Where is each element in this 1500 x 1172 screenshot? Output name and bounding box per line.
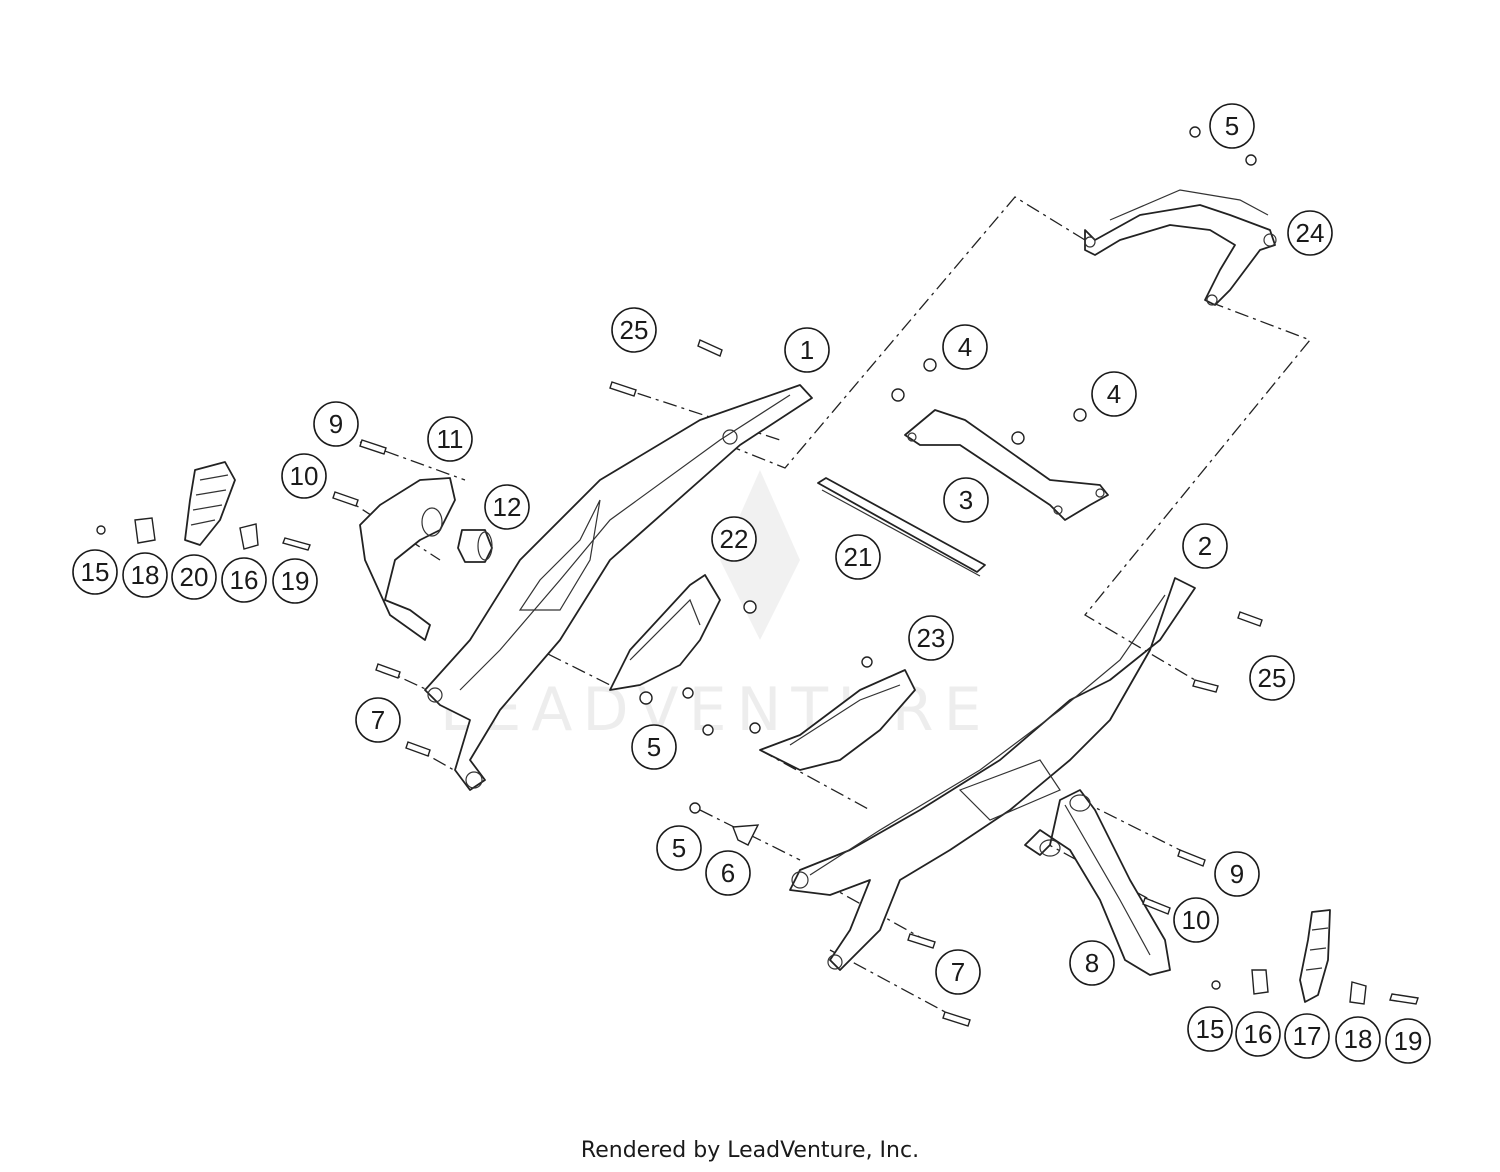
callout: 21	[835, 534, 881, 580]
left-footpeg-bracket	[359, 477, 456, 641]
svg-text:12: 12	[493, 492, 522, 522]
callout: 19	[272, 558, 318, 604]
callout: 5	[631, 724, 677, 770]
grab-handle	[1084, 189, 1277, 306]
svg-text:9: 9	[1230, 859, 1244, 889]
svg-text:25: 25	[620, 315, 649, 345]
svg-text:16: 16	[230, 565, 259, 595]
callout: 25	[1249, 655, 1295, 701]
callout: 4	[942, 324, 988, 370]
callout: 10	[1173, 897, 1219, 943]
svg-text:19: 19	[1394, 1026, 1423, 1056]
svg-text:19: 19	[281, 566, 310, 596]
svg-text:18: 18	[1344, 1024, 1373, 1054]
cross-plate	[904, 409, 1109, 521]
callout: 7	[935, 949, 981, 995]
svg-text:17: 17	[1293, 1021, 1322, 1051]
bushing	[457, 529, 493, 563]
svg-text:7: 7	[371, 705, 385, 735]
left-side-cover	[609, 574, 721, 691]
svg-text:15: 15	[1196, 1014, 1225, 1044]
callout: 20	[171, 554, 217, 600]
callout: 6	[705, 850, 751, 896]
callout: 15	[1187, 1006, 1233, 1052]
rendered-by-footer: Rendered by LeadVenture, Inc.	[580, 1138, 920, 1163]
callout: 9	[1214, 851, 1260, 897]
callout: 16	[221, 557, 267, 603]
callout: 10	[281, 453, 327, 499]
hardware	[96, 126, 1419, 1027]
svg-text:4: 4	[958, 332, 972, 362]
svg-text:4: 4	[1107, 379, 1121, 409]
callout: 5	[656, 825, 702, 871]
svg-text:5: 5	[647, 732, 661, 762]
callout: 8	[1069, 940, 1115, 986]
svg-text:21: 21	[844, 542, 873, 572]
svg-text:3: 3	[959, 485, 973, 515]
svg-text:5: 5	[672, 833, 686, 863]
callout: 18	[122, 552, 168, 598]
svg-text:10: 10	[1182, 905, 1211, 935]
svg-text:9: 9	[329, 409, 343, 439]
callout: 19	[1385, 1018, 1431, 1064]
callout: 2	[1182, 523, 1228, 569]
callout-group: 5 24 25 1 4 4 9 11 10 12 3 21 22 15 18 2…	[72, 103, 1431, 1064]
svg-text:10: 10	[290, 461, 319, 491]
callout: 12	[484, 484, 530, 530]
svg-text:11: 11	[437, 424, 464, 454]
callout: 5	[1209, 103, 1255, 149]
callout: 3	[943, 477, 989, 523]
callout: 17	[1284, 1013, 1330, 1059]
svg-text:18: 18	[131, 560, 160, 590]
callout: 16	[1235, 1011, 1281, 1057]
right-footpeg-bracket	[1024, 789, 1171, 976]
svg-text:25: 25	[1258, 663, 1287, 693]
right-footpeg	[1299, 909, 1331, 1003]
svg-text:23: 23	[917, 623, 946, 653]
callout: 7	[355, 697, 401, 743]
left-rear-frame-rail	[424, 384, 813, 791]
svg-text:1: 1	[800, 335, 814, 365]
svg-text:16: 16	[1244, 1019, 1273, 1049]
svg-text:15: 15	[81, 557, 110, 587]
svg-text:5: 5	[1225, 111, 1239, 141]
svg-text:2: 2	[1198, 531, 1212, 561]
svg-text:20: 20	[180, 562, 209, 592]
rubber-strip	[817, 477, 986, 577]
callout: 11	[427, 416, 473, 462]
svg-text:6: 6	[721, 858, 735, 888]
callout: 22	[711, 516, 757, 562]
svg-text:24: 24	[1296, 218, 1325, 248]
callout: 23	[908, 615, 954, 661]
callout: 24	[1287, 210, 1333, 256]
callout: 18	[1335, 1016, 1381, 1062]
svg-text:7: 7	[951, 957, 965, 987]
svg-text:8: 8	[1085, 948, 1099, 978]
right-rear-frame-rail	[789, 577, 1196, 971]
svg-text:22: 22	[720, 524, 749, 554]
left-footpeg	[184, 461, 236, 546]
callout: 15	[72, 549, 118, 595]
callout: 1	[784, 327, 830, 373]
right-side-cover	[759, 669, 916, 771]
callout: 25	[611, 307, 657, 353]
callout: 9	[313, 401, 359, 447]
callout: 4	[1091, 371, 1137, 417]
